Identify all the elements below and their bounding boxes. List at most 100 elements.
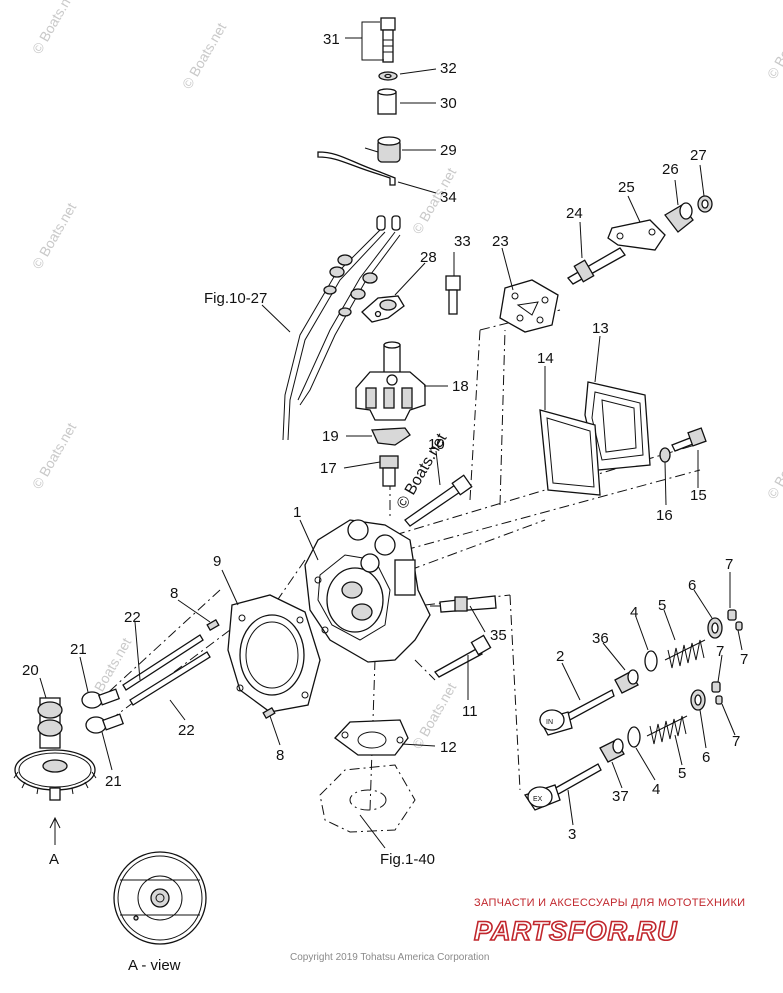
retainer-6b (690, 689, 706, 711)
washer-4a (644, 650, 658, 672)
valve-mark-intake: IN (546, 719, 553, 726)
plate-25 (607, 219, 666, 251)
watermark-text: © Boats.net (29, 0, 80, 57)
callout-33[interactable]: 33 (454, 233, 471, 250)
camshaft-20 (13, 697, 97, 801)
callout-32[interactable]: 32 (440, 60, 457, 77)
callout-8b[interactable]: 8 (276, 747, 284, 764)
callout-30[interactable]: 30 (440, 95, 457, 112)
callout-24[interactable]: 24 (566, 205, 583, 222)
callout-37[interactable]: 37 (612, 788, 629, 805)
callout-2[interactable]: 2 (556, 648, 564, 665)
housing-18 (355, 341, 426, 421)
callout-29[interactable]: 29 (440, 142, 457, 159)
callout-22a[interactable]: 22 (124, 609, 141, 626)
callout-13[interactable]: 13 (592, 320, 609, 337)
washer-16 (659, 447, 671, 463)
callout-7c[interactable]: 7 (716, 643, 724, 660)
seal-36 (614, 669, 639, 694)
tappet-21b (85, 713, 125, 734)
a-view-caption: A - view (128, 957, 181, 974)
callout-15[interactable]: 15 (690, 487, 707, 504)
bolt-15 (671, 427, 707, 452)
callout-1[interactable]: 1 (293, 504, 301, 521)
callout-4b[interactable]: 4 (652, 781, 660, 798)
callout-6a[interactable]: 6 (688, 577, 696, 594)
callout-3[interactable]: 3 (568, 826, 576, 843)
callout-21b[interactable]: 21 (105, 773, 122, 790)
callouts: 31 32 30 29 34 33 28 23 24 25 26 27 13 1… (22, 31, 748, 843)
keeper-7d (715, 695, 723, 705)
callout-36[interactable]: 36 (592, 630, 609, 647)
callout-31[interactable]: 31 (323, 31, 340, 48)
callout-35[interactable]: 35 (490, 627, 507, 644)
callout-34[interactable]: 34 (440, 189, 457, 206)
callout-6b[interactable]: 6 (702, 749, 710, 766)
nut-27 (697, 195, 713, 213)
watermark-text: © Boats.net (29, 420, 80, 492)
plate-12 (334, 719, 409, 756)
callout-20[interactable]: 20 (22, 662, 39, 679)
callout-12[interactable]: 12 (440, 739, 457, 756)
cover-13 (584, 381, 651, 471)
keeper-7c (711, 681, 721, 693)
callout-25[interactable]: 25 (618, 179, 635, 196)
watermark-text: © Boats.net (179, 20, 230, 92)
valve-mark-exhaust: EX (533, 796, 543, 803)
callout-7a[interactable]: 7 (725, 556, 733, 573)
callout-26[interactable]: 26 (662, 161, 679, 178)
hose-assembly (282, 215, 401, 441)
retainer-28 (361, 295, 405, 323)
clamp-29 (364, 136, 401, 163)
watermark-text: © Boats.net (764, 430, 783, 502)
watermark-text: © Boats.net (764, 10, 783, 82)
sensor-17 (379, 455, 399, 487)
watermark-text: © Boats.net (29, 200, 80, 272)
spring-5a (664, 639, 706, 669)
callout-17[interactable]: 17 (320, 460, 337, 477)
cap-26 (664, 202, 694, 233)
callout-10[interactable]: 10 (428, 436, 445, 453)
pushrods-22 (122, 634, 211, 706)
bolt-11 (434, 634, 492, 678)
callout-5b[interactable]: 5 (678, 765, 686, 782)
callout-11[interactable]: 11 (462, 703, 478, 720)
callout-4a[interactable]: 4 (630, 604, 638, 621)
callout-18[interactable]: 18 (452, 378, 469, 395)
callout-14[interactable]: 14 (537, 350, 554, 367)
pin-8a (206, 619, 220, 631)
callout-19[interactable]: 19 (322, 428, 339, 445)
ref-fig-10-27[interactable]: Fig.10-27 (204, 290, 267, 307)
seal-19 (371, 427, 411, 446)
callout-5a[interactable]: 5 (658, 597, 666, 614)
sleeve-30 (377, 88, 397, 115)
retainer-6a (707, 617, 723, 639)
valve-2-intake (539, 689, 615, 736)
washer-4b (627, 726, 641, 748)
view-arrow (49, 816, 61, 845)
callout-21a[interactable]: 21 (70, 641, 87, 658)
callout-7d[interactable]: 7 (732, 733, 740, 750)
view-arrow-label: A (49, 851, 59, 868)
gasket-9 (227, 594, 321, 713)
washer-32 (378, 71, 398, 81)
ref-fig-1-40[interactable]: Fig.1-40 (380, 851, 435, 868)
valve-3-exhaust (523, 763, 602, 811)
callout-16[interactable]: 16 (656, 507, 673, 524)
callout-27[interactable]: 27 (690, 147, 707, 164)
callout-8a[interactable]: 8 (170, 585, 178, 602)
brand-tagline: ЗАПЧАСТИ И АКСЕССУАРЫ ДЛЯ МОТОТЕХНИКИ (474, 897, 745, 909)
gasket-fig-1-40 (319, 764, 416, 833)
spark-plug-35 (430, 595, 497, 613)
gasket-14 (539, 409, 601, 496)
callout-23[interactable]: 23 (492, 233, 509, 250)
brand-logo[interactable]: PARTSFOR.RU (473, 915, 678, 947)
callout-28[interactable]: 28 (420, 249, 437, 266)
pin-8b (262, 707, 276, 719)
callout-7b[interactable]: 7 (740, 651, 748, 668)
callout-9[interactable]: 9 (213, 553, 221, 570)
a-view-circle (113, 851, 207, 945)
callout-22b[interactable]: 22 (178, 722, 195, 739)
